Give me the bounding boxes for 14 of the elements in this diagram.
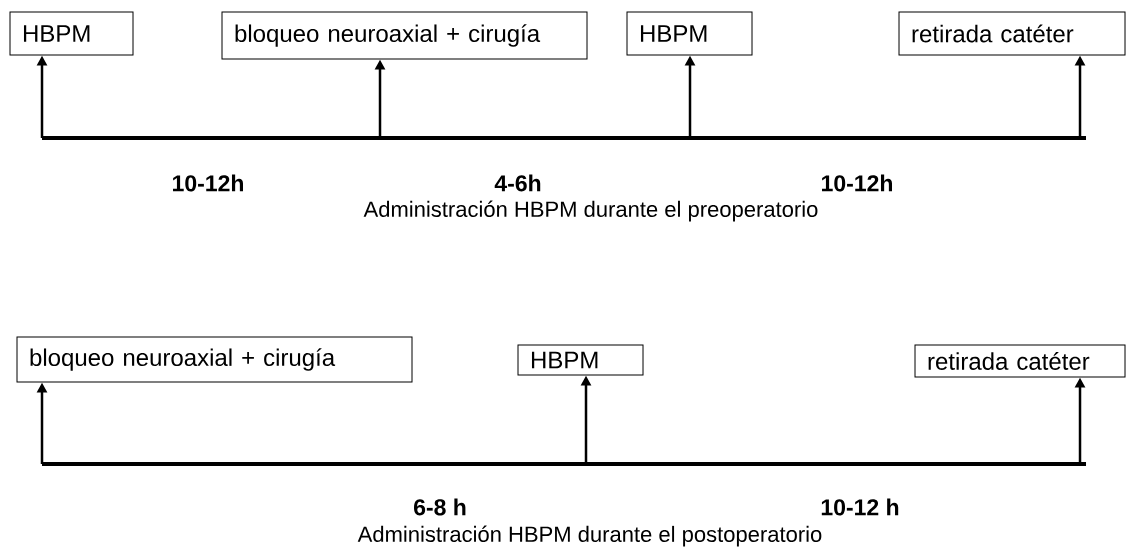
event-box: HBPM [9,11,134,56]
event-box: bloqueo neuroaxial + cirugía [16,336,413,383]
event-box: retirada catéter [898,11,1126,56]
duration-label: 10-12h [822,174,892,192]
event-box: bloqueo neuroaxial + cirugía [221,11,588,60]
event-box: HBPM [517,344,644,376]
event-box: HBPM [626,11,753,56]
duration-label: 10-12 h [821,498,899,516]
caption: Administración HBPM durante el postoperatorio [357,525,822,547]
duration-label: 6-8 h [414,498,466,516]
duration-label: 10-12h [173,174,243,192]
duration-label: 4-6h [494,174,541,192]
event-box: retirada catéter [914,344,1126,378]
caption: Administración HBPM durante el preoperatorio [363,200,818,222]
